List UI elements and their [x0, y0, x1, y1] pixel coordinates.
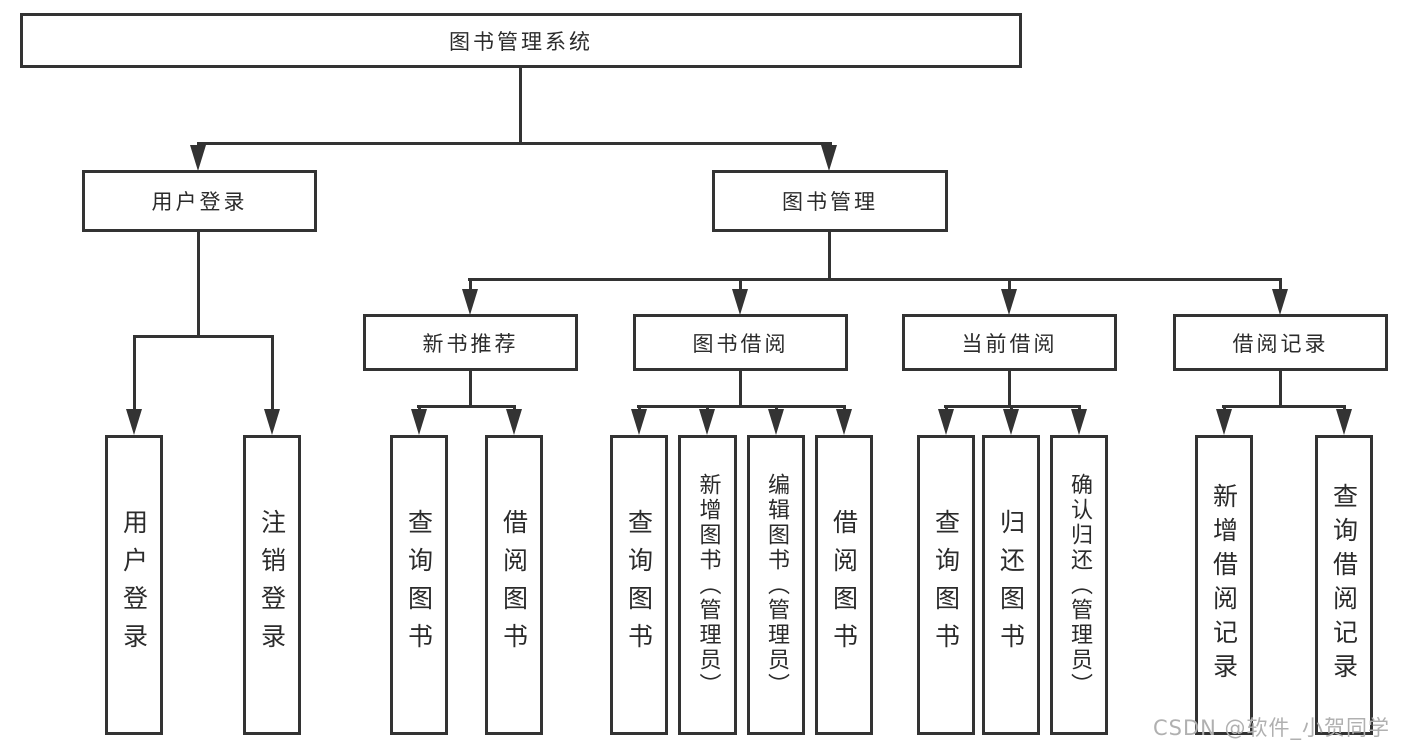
arrow-down-icon [836, 409, 852, 435]
arrow-down-icon [1216, 409, 1232, 435]
connector-mgmt-drop-2 [739, 278, 742, 292]
node-book-management: 图书管理 [712, 170, 948, 232]
connector-root-stem [519, 68, 522, 142]
node-user-login: 用户登录 [82, 170, 317, 232]
arrow-down-icon [699, 409, 715, 435]
arrow-down-icon [938, 409, 954, 435]
arrow-down-icon [631, 409, 647, 435]
leaf-add-borrow-record: 新增借阅记录 [1195, 435, 1253, 735]
arrow-down-icon [190, 145, 206, 171]
leaf-user-login: 用户登录 [105, 435, 163, 735]
leaf-logout: 注销登录 [243, 435, 301, 735]
connector-g4-bar [1222, 405, 1346, 408]
connector-user-drop-1 [133, 335, 136, 413]
arrow-down-icon [1336, 409, 1352, 435]
leaf-query-books-1: 查询图书 [390, 435, 448, 735]
arrow-down-icon [1272, 289, 1288, 315]
node-new-book-recommend: 新书推荐 [363, 314, 578, 371]
arrow-down-icon [264, 409, 280, 435]
leaf-borrow-books-1: 借阅图书 [485, 435, 543, 735]
connector-root-bar [197, 142, 832, 145]
arrow-down-icon [821, 145, 837, 171]
connector-mgmt-drop-4 [1279, 278, 1282, 292]
connector-g1-stem [469, 371, 472, 405]
connector-mgmt-bar [468, 278, 1282, 281]
connector-user-bar [133, 335, 274, 338]
node-borrowing-records: 借阅记录 [1173, 314, 1388, 371]
leaf-return-books: 归还图书 [982, 435, 1040, 735]
arrow-down-icon [462, 289, 478, 315]
arrow-down-icon [1003, 409, 1019, 435]
connector-g3-stem [1008, 371, 1011, 405]
connector-mgmt-drop-1 [469, 278, 472, 292]
node-root: 图书管理系统 [20, 13, 1022, 68]
arrow-down-icon [126, 409, 142, 435]
leaf-query-borrow-record: 查询借阅记录 [1315, 435, 1373, 735]
leaf-add-book-admin: 新增图书（管理员） [678, 435, 737, 735]
connector-g2-stem [739, 371, 742, 405]
arrow-down-icon [1071, 409, 1087, 435]
connector-mgmt-drop-3 [1008, 278, 1011, 292]
connector-user-stem [197, 232, 200, 335]
connector-g1-bar [417, 405, 516, 408]
leaf-borrow-books-2: 借阅图书 [815, 435, 873, 735]
arrow-down-icon [506, 409, 522, 435]
arrow-down-icon [732, 289, 748, 315]
leaf-edit-book-admin: 编辑图书（管理员） [747, 435, 805, 735]
connector-g4-stem [1279, 371, 1282, 405]
connector-user-drop-2 [271, 335, 274, 413]
connector-mgmt-stem [828, 232, 831, 278]
leaf-confirm-return-admin: 确认归还（管理员） [1050, 435, 1108, 735]
leaf-query-books-2: 查询图书 [610, 435, 668, 735]
node-current-borrowing: 当前借阅 [902, 314, 1117, 371]
arrow-down-icon [411, 409, 427, 435]
connector-g2-bar [637, 405, 846, 408]
arrow-down-icon [1001, 289, 1017, 315]
leaf-query-books-3: 查询图书 [917, 435, 975, 735]
node-book-borrowing: 图书借阅 [633, 314, 848, 371]
arrow-down-icon [768, 409, 784, 435]
watermark-csdn: CSDN @软件_小贺同学 [1153, 716, 1391, 740]
